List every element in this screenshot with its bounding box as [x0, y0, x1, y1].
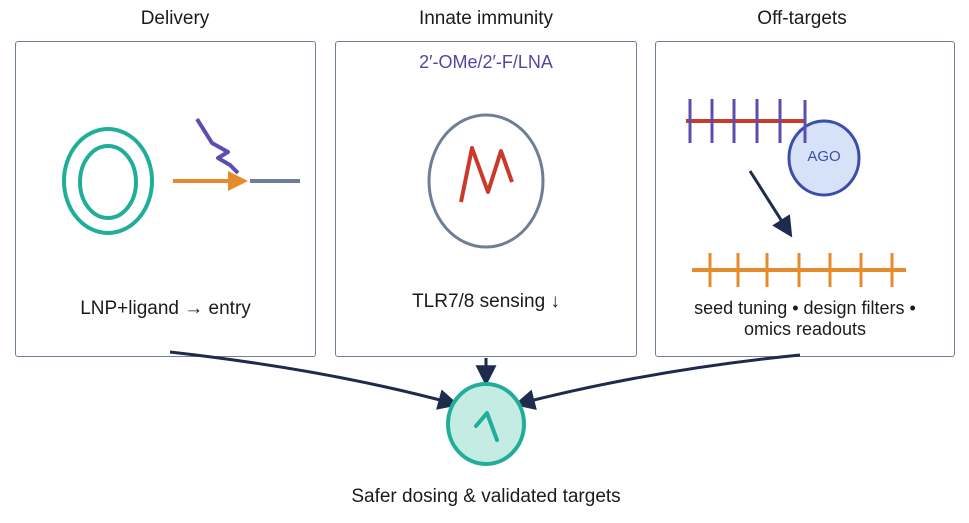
lnp-icon: [62, 127, 154, 235]
innate-immunity-title: Innate immunity: [418, 8, 554, 29]
outcome-node-icon: [446, 382, 526, 466]
off-targets-title: Off-targets: [757, 8, 847, 29]
innate-caption: TLR7/8 sensing ↓: [412, 291, 560, 312]
ago-label: AGO: [807, 148, 841, 165]
ligand-entry-arrow: [173, 117, 300, 191]
off-target-arrow: [748, 170, 793, 238]
outcome-caption: Safer dosing & validated targets: [351, 486, 621, 507]
off-targets-caption-line2: omics readouts: [743, 319, 867, 339]
mrna-target-icon: [692, 253, 906, 287]
off-targets-caption-line1: seed tuning • design filters •: [694, 298, 916, 318]
modified-sirna-icon: [427, 113, 545, 249]
delivery-title: Delivery: [140, 8, 210, 29]
delivery-caption: LNP+ligand → entry: [80, 298, 251, 319]
innate-immunity-panel: [335, 41, 637, 357]
modification-label: 2′-OMe/2′-F/LNA: [419, 52, 553, 72]
sirna-duplex-icon: [686, 99, 806, 143]
converging-arrows: [169, 350, 801, 410]
off-targets-panel: [655, 41, 955, 357]
